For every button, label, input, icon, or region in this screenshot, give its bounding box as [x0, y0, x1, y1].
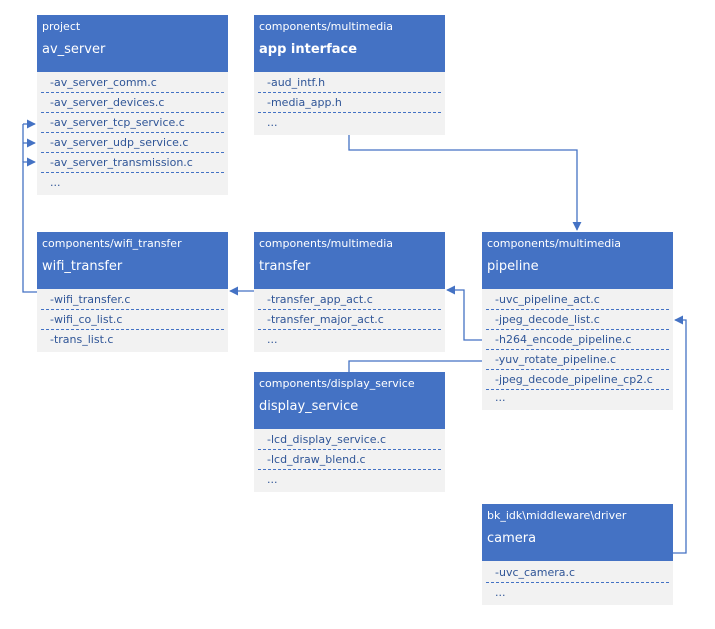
box-wifi-transfer: components/wifi_transfer wifi_transfer -…: [37, 232, 228, 352]
box-display-service-path: components/display_service: [259, 377, 415, 390]
box-wifi-transfer-path: components/wifi_transfer: [42, 237, 182, 250]
box-av-server-path: project: [42, 20, 81, 33]
box-display-service-header: components/display_service display_servi…: [254, 372, 445, 429]
box-pipeline-header: components/multimedia pipeline: [482, 232, 673, 289]
box-transfer-header: components/multimedia transfer: [254, 232, 445, 289]
box-pipeline-title: pipeline: [487, 259, 539, 274]
box-camera-title: camera: [487, 531, 537, 546]
file-item: -aud_intf.h: [258, 74, 441, 93]
file-item: -lcd_draw_blend.c: [258, 451, 441, 470]
connector-app-interface-to-pipeline: [348, 135, 582, 231]
file-item: -h264_encode_pipeline.c: [486, 331, 669, 350]
file-item: -av_server_transmission.c: [41, 154, 224, 173]
file-item: -av_server_udp_service.c: [41, 134, 224, 153]
box-display-service: components/display_service display_servi…: [254, 372, 445, 492]
file-item: -wifi_co_list.c: [41, 311, 224, 330]
file-item: -jpeg_decode_pipeline_cp2.c: [486, 371, 669, 390]
file-item: ...: [495, 391, 506, 404]
box-app-interface-title: app interface: [259, 42, 358, 57]
box-app-interface-path: components/multimedia: [259, 20, 394, 33]
file-item: -transfer_app_act.c: [258, 291, 441, 310]
box-app-interface: components/multimedia app interface -aud…: [254, 15, 445, 135]
box-camera-header: bk_idk\middleware\driver camera: [482, 504, 673, 561]
box-camera: bk_idk\middleware\driver camera -uvc_cam…: [482, 504, 673, 605]
connector-camera-to-pipeline: [673, 315, 687, 554]
file-item: ...: [267, 473, 278, 486]
file-item: -uvc_camera.c: [486, 564, 669, 583]
file-item: -av_server_tcp_service.c: [41, 114, 224, 133]
file-item: ...: [267, 333, 278, 346]
box-transfer-title: transfer: [259, 259, 311, 274]
file-item: -transfer_major_act.c: [258, 311, 441, 330]
box-display-service-title: display_service: [259, 399, 359, 414]
box-av-server-title: av_server: [42, 42, 106, 57]
file-item: ...: [495, 586, 506, 599]
file-item: -yuv_rotate_pipeline.c: [486, 351, 669, 370]
box-av-server: project av_server -av_server_comm.c -av_…: [37, 15, 228, 195]
box-wifi-transfer-title: wifi_transfer: [42, 259, 123, 274]
file-item: -wifi_transfer.c: [41, 291, 224, 310]
file-item: -av_server_devices.c: [41, 94, 224, 113]
file-item: -jpeg_decode_list.c: [486, 311, 669, 330]
file-item: ...: [267, 116, 278, 129]
box-app-interface-header: components/multimedia app interface: [254, 15, 445, 72]
box-wifi-transfer-header: components/wifi_transfer wifi_transfer: [37, 232, 228, 289]
file-item: -lcd_display_service.c: [258, 431, 441, 450]
box-pipeline-path: components/multimedia: [487, 237, 622, 250]
box-camera-path: bk_idk\middleware\driver: [487, 509, 627, 522]
connector-pipeline-to-display-service: [348, 360, 482, 372]
box-pipeline: components/multimedia pipeline -uvc_pipe…: [482, 232, 673, 410]
file-item: -uvc_pipeline_act.c: [486, 291, 669, 310]
connector-wifi-transfer-to-av-server: [22, 157, 37, 293]
box-transfer: components/multimedia transfer -transfer…: [254, 232, 445, 352]
box-transfer-path: components/multimedia: [259, 237, 394, 250]
file-item: ...: [50, 176, 61, 189]
file-item: -trans_list.c: [50, 333, 114, 346]
file-item: -av_server_comm.c: [41, 74, 224, 93]
box-av-server-header: project av_server: [37, 15, 228, 72]
connector-pipeline-to-transfer: [446, 285, 482, 341]
file-item: -media_app.h: [258, 94, 441, 113]
